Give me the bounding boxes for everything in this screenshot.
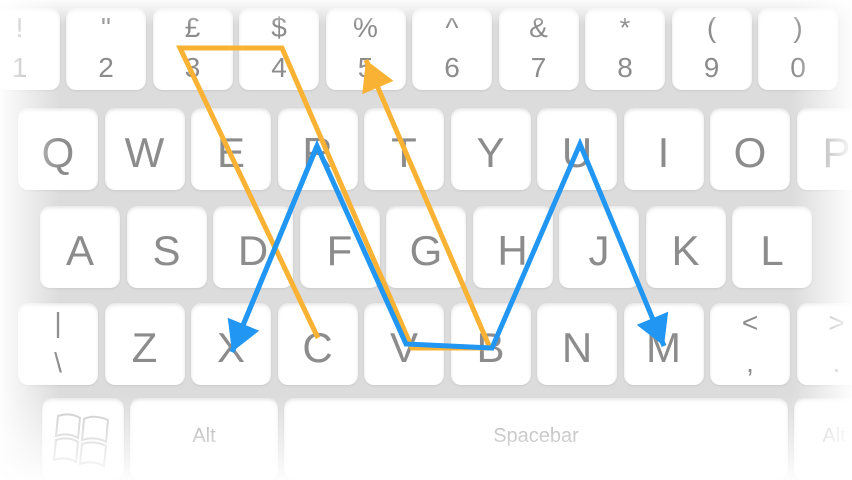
blue-path-start-line bbox=[229, 145, 320, 353]
orange-path-line bbox=[176, 45, 494, 351]
